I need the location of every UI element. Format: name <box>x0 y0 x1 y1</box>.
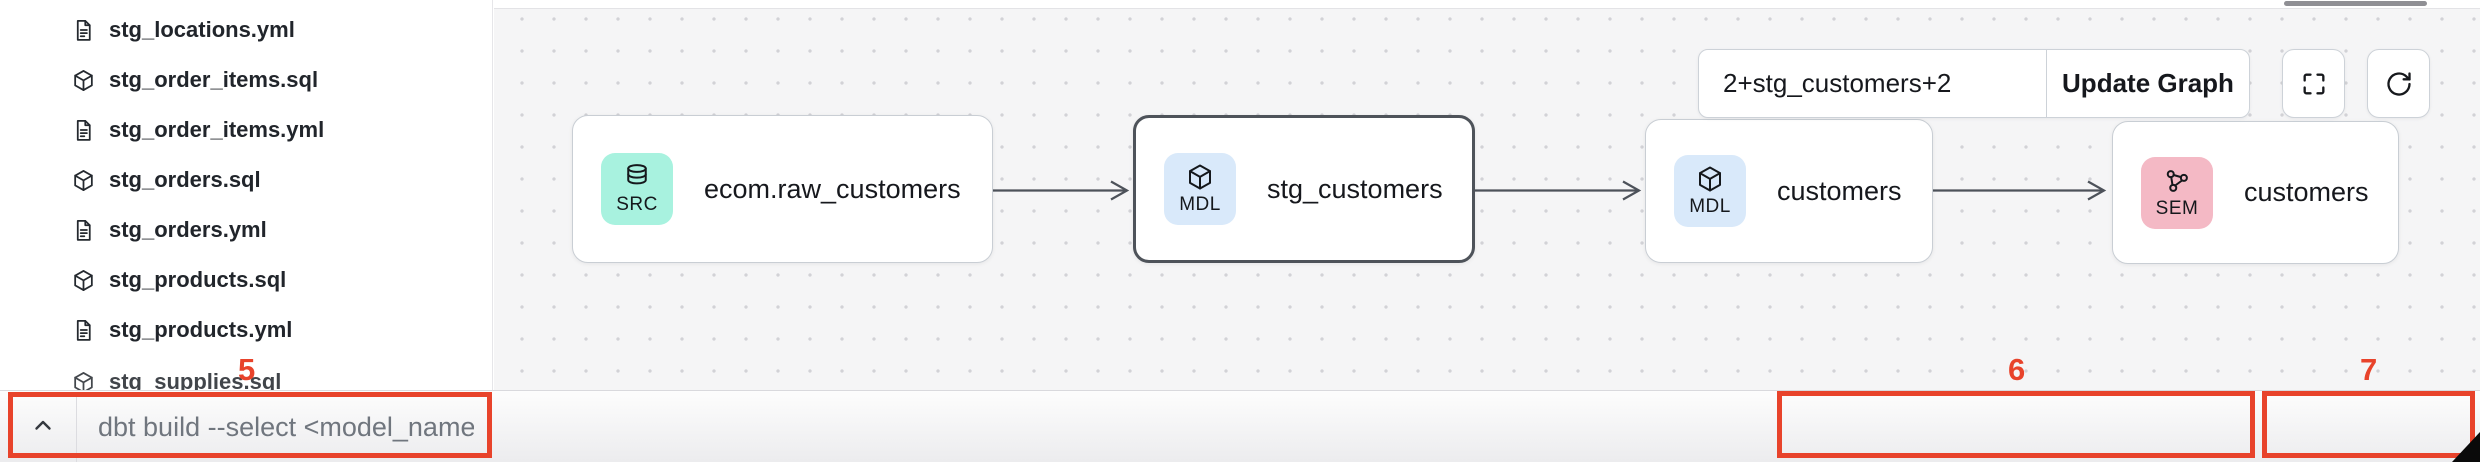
file-item[interactable]: stg_supplies.sql <box>0 357 492 390</box>
cube-icon: MDL <box>1674 155 1746 227</box>
scrollbar-thumb[interactable] <box>2284 1 2427 6</box>
file-name: stg_order_items.sql <box>109 67 319 92</box>
node-title: ecom.raw_customers <box>704 173 961 204</box>
collapse-panel-button[interactable] <box>22 405 64 447</box>
file-item[interactable]: stg_orders.yml <box>0 205 492 255</box>
node-type-badge: SRC <box>616 194 658 215</box>
file-item[interactable]: stg_products.sql <box>0 255 492 305</box>
file-name: stg_products.yml <box>109 317 293 342</box>
file-item[interactable]: stg_locations.yml <box>0 5 492 55</box>
graph-selector-group: Update Graph <box>1698 49 2250 118</box>
cursor-artifact <box>2452 432 2480 462</box>
graph-node-source[interactable]: SRC ecom.raw_customers <box>572 115 993 263</box>
graph-node-model[interactable]: MDL customers <box>1645 119 1933 263</box>
node-type-badge: MDL <box>1689 196 1731 217</box>
graph-node-semantic[interactable]: SEM customers <box>2112 121 2399 264</box>
file-name: stg_locations.yml <box>109 17 295 42</box>
fullscreen-button[interactable] <box>2282 49 2345 118</box>
divider <box>76 397 77 462</box>
file-item[interactable]: stg_order_items.sql <box>0 55 492 105</box>
cube-icon <box>70 67 96 93</box>
refresh-icon <box>2385 70 2413 98</box>
refresh-button[interactable] <box>2367 49 2430 118</box>
semantic-layer-icon: SEM <box>2141 156 2213 229</box>
selector-input[interactable] <box>1699 50 2046 117</box>
cube-icon: MDL <box>1164 153 1236 225</box>
file-name: stg_orders.yml <box>109 217 267 242</box>
document-icon <box>70 317 96 343</box>
file-item[interactable]: stg_products.yml <box>0 305 492 355</box>
document-icon <box>70 217 96 243</box>
fullscreen-icon <box>2300 70 2328 98</box>
node-title: customers <box>1777 175 1902 206</box>
node-type-badge: SEM <box>2155 197 2199 219</box>
cube-icon <box>70 369 96 390</box>
file-name: stg_order_items.yml <box>109 117 325 142</box>
node-type-badge: MDL <box>1179 194 1221 215</box>
graph-node-model-selected[interactable]: MDL stg_customers <box>1133 115 1475 263</box>
document-icon <box>70 17 96 43</box>
node-title: stg_customers <box>1267 173 1443 204</box>
cube-icon <box>70 167 96 193</box>
file-name: stg_products.sql <box>109 267 287 292</box>
file-tree-panel: stg_locations.yml stg_order_items.sql st… <box>0 0 493 390</box>
cube-icon <box>70 267 96 293</box>
update-graph-button[interactable]: Update Graph <box>2046 50 2249 117</box>
node-title: customers <box>2244 177 2369 207</box>
document-icon <box>70 117 96 143</box>
file-name: stg_supplies.sql <box>109 369 282 390</box>
file-item[interactable]: stg_order_items.yml <box>0 105 492 155</box>
file-item[interactable]: stg_orders.sql <box>0 155 492 205</box>
dbt-command-input[interactable] <box>96 405 476 449</box>
command-bar: Defer to staging/production ? Ready <box>0 390 2480 462</box>
database-icon: SRC <box>601 153 673 225</box>
chevron-up-icon <box>31 414 55 438</box>
file-name: stg_orders.sql <box>109 167 261 192</box>
